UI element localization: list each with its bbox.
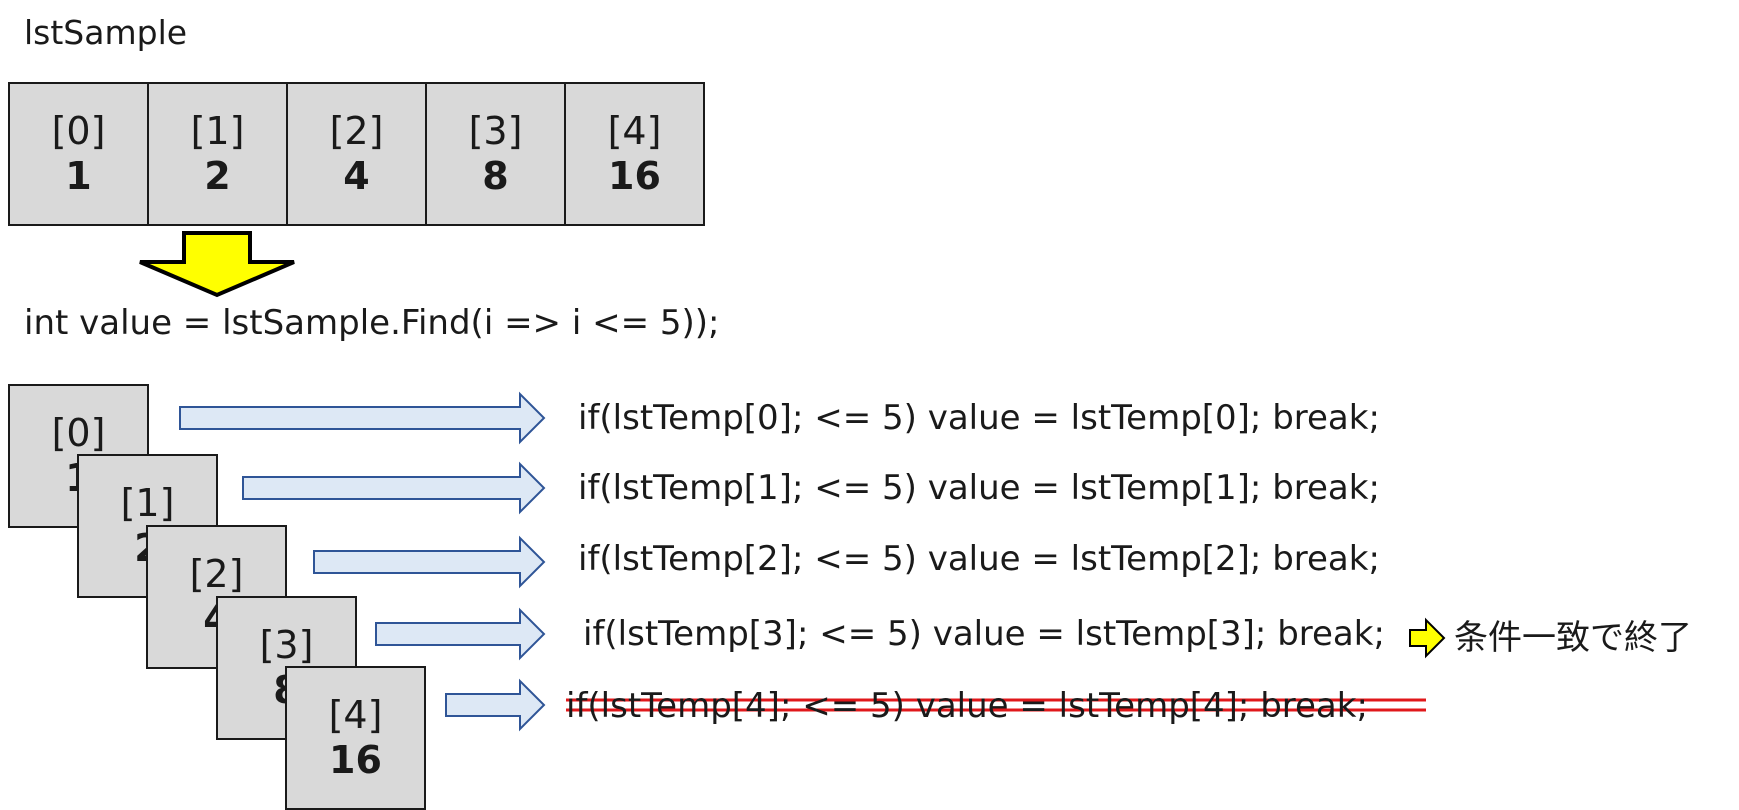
array-title: lstSample bbox=[24, 13, 188, 52]
array-cell-0: [0] 1 bbox=[8, 82, 149, 226]
down-arrow-icon bbox=[139, 231, 295, 298]
right-arrow-icon-3 bbox=[375, 607, 546, 661]
right-arrow-icon-2 bbox=[313, 535, 546, 589]
statement-2: if(lstTemp[2]; <= 5) value = lstTemp[2];… bbox=[578, 539, 1380, 579]
array-cell-value: 1 bbox=[65, 154, 92, 198]
stack-cell-4: [4] 16 bbox=[285, 666, 426, 810]
statement-0: if(lstTemp[0]; <= 5) value = lstTemp[0];… bbox=[578, 398, 1380, 438]
array-cell-index: [3] bbox=[468, 109, 523, 153]
right-arrow-icon-1 bbox=[242, 461, 546, 515]
array-row: [0] 1 [1] 2 [2] 4 [3] 8 [4] 16 bbox=[8, 82, 705, 226]
array-cell-index: [0] bbox=[51, 109, 106, 153]
array-cell-index: [4] bbox=[607, 109, 662, 153]
note-arrow-icon bbox=[1409, 617, 1446, 659]
array-cell-value: 2 bbox=[204, 154, 231, 198]
statement-3: if(lstTemp[3]; <= 5) value = lstTemp[3];… bbox=[583, 614, 1385, 654]
right-arrow-icon-0 bbox=[179, 391, 546, 445]
array-cell-index: [1] bbox=[190, 109, 245, 153]
array-cell-1: [1] 2 bbox=[147, 82, 288, 226]
stack-cell-index: [1] bbox=[120, 481, 175, 525]
stack-cell-value: 16 bbox=[329, 738, 382, 782]
stack-cell-index: [4] bbox=[328, 693, 383, 737]
stack-cell-index: [3] bbox=[259, 623, 314, 667]
array-cell-4: [4] 16 bbox=[564, 82, 705, 226]
array-cell-2: [2] 4 bbox=[286, 82, 427, 226]
array-cell-3: [3] 8 bbox=[425, 82, 566, 226]
stack-cell-index: [2] bbox=[189, 552, 244, 596]
match-end-note: 条件一致で終了 bbox=[1454, 618, 1692, 658]
right-arrow-icon-4 bbox=[445, 678, 546, 732]
find-code-line: int value = lstSample.Find(i => i <= 5))… bbox=[24, 303, 720, 343]
array-cell-value: 16 bbox=[608, 154, 661, 198]
array-cell-value: 8 bbox=[482, 154, 509, 198]
stack-cell-index: [0] bbox=[51, 411, 106, 455]
array-cell-value: 4 bbox=[343, 154, 370, 198]
array-cell-index: [2] bbox=[329, 109, 384, 153]
statement-4-struck: if(lstTemp[4]; <= 5) value = lstTemp[4];… bbox=[566, 686, 1368, 726]
statement-1: if(lstTemp[1]; <= 5) value = lstTemp[1];… bbox=[578, 468, 1380, 508]
